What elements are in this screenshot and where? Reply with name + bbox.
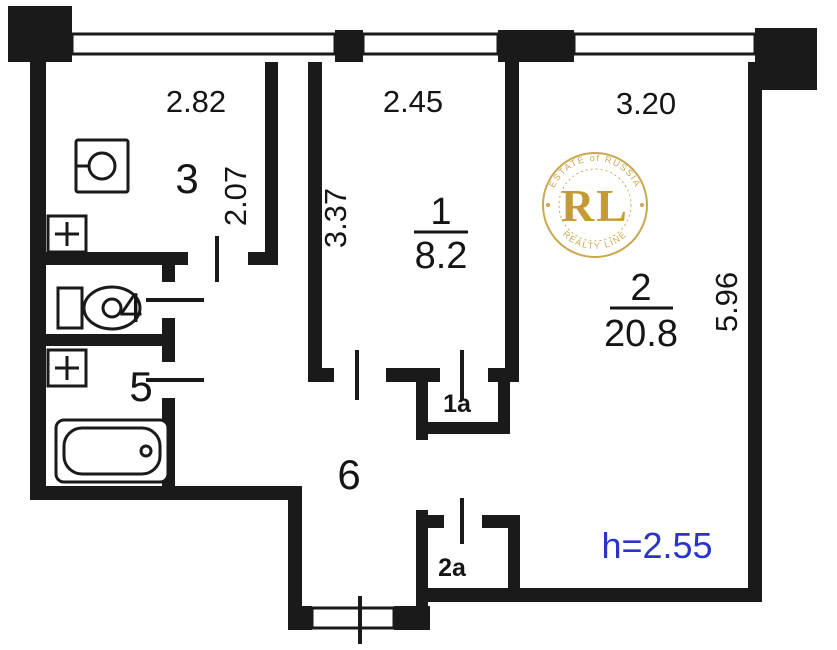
wall-room3-bottom-b (248, 252, 278, 265)
watermark-dot-right (640, 203, 644, 207)
door-tick-closet2a (460, 498, 464, 544)
wall-room3-right (265, 62, 278, 265)
wall-closet1a-bottom (416, 422, 510, 434)
wall-bottom-room2 (416, 588, 762, 602)
dim-room2-width: 3.20 (616, 86, 676, 121)
wall-room1-left (308, 62, 322, 382)
fixtures (46, 138, 170, 484)
room1-number: 1 (430, 191, 451, 233)
ceiling-height-label: h=2.55 (601, 525, 712, 566)
door-tick-room3 (215, 236, 219, 282)
bathtub-drain-icon (139, 444, 153, 458)
window-room3 (70, 32, 337, 56)
toilet-tank-icon (56, 286, 84, 330)
wall-bottom-left-outer (30, 486, 288, 500)
closet2a-label: 2a (438, 554, 467, 582)
door-tick-room4 (146, 298, 204, 302)
closet1a-label: 1a (443, 390, 472, 418)
bathtub-inner-icon (62, 426, 162, 476)
wall-room1-room2 (505, 62, 519, 382)
wall-bath-hall-b (162, 318, 175, 362)
dim-room3-depth: 2.07 (218, 166, 253, 226)
door-tick-room1 (355, 350, 359, 400)
dim-room1-width: 2.45 (383, 84, 443, 119)
wall-bottom-band-left (288, 606, 312, 630)
outer-walls (30, 62, 762, 630)
room1-area: 8.2 (415, 235, 468, 277)
wall-pier-top-left (8, 6, 72, 62)
wall-right-outer (748, 62, 762, 602)
wall-room1-bottom-b (386, 368, 440, 382)
watermark-inner-ring (558, 168, 632, 242)
interior-walls (46, 62, 520, 626)
watermark-dot-left (546, 203, 550, 207)
room-labels: 3 4 5 6 1 8.2 2 20.8 1a 2a h=2.55 (119, 155, 712, 582)
wall-pier-top-right (755, 28, 817, 90)
wall-room4-room5 (46, 334, 162, 346)
dim-room3-width: 2.82 (166, 84, 226, 119)
door-tick-closet1a (460, 350, 464, 400)
wall-room1-bottom-c (488, 368, 519, 382)
room3-number: 3 (175, 155, 198, 202)
window-hall-bottom (310, 606, 396, 630)
door-tick-room5 (146, 378, 204, 382)
toilet-drain-icon (101, 297, 123, 319)
wall-room3-bottom-a (46, 252, 188, 265)
wall-closet1a-right (498, 382, 510, 434)
wall-piers (8, 6, 817, 90)
dim-room2-depth: 5.96 (709, 272, 744, 332)
wall-room1-bottom-a (308, 368, 334, 382)
room2-area: 20.8 (604, 313, 678, 355)
door-tick-hall-window (358, 596, 362, 644)
window-room1 (361, 32, 500, 56)
room2-number: 2 (630, 267, 651, 309)
wall-bath-hall-a (162, 265, 175, 282)
wall-closet2a-top-a (416, 515, 444, 528)
wall-pier-top-mid1 (335, 30, 363, 62)
dim-room1-depth: 3.37 (318, 188, 353, 248)
room6-number: 6 (337, 451, 360, 498)
dimension-labels: 2.82 2.07 2.45 3.37 3.20 5.96 (166, 84, 744, 332)
watermark-stamp: ESTATE of RUSSIA REALTY LINE RL (542, 152, 648, 258)
wall-left-outer (30, 62, 46, 500)
wall-closet2a-right (508, 515, 520, 602)
watermark-outer-ring (542, 152, 648, 258)
door-ticks (146, 236, 464, 644)
window-room2 (572, 32, 757, 56)
sink-basin-icon (87, 151, 117, 181)
room4-number: 4 (119, 284, 142, 331)
wall-pier-top-mid2 (498, 30, 574, 62)
wall-hall-left (288, 486, 302, 626)
wall-hall-right-lower (416, 510, 428, 626)
watermark-initials: RL (561, 180, 629, 231)
room5-number: 5 (129, 363, 152, 410)
